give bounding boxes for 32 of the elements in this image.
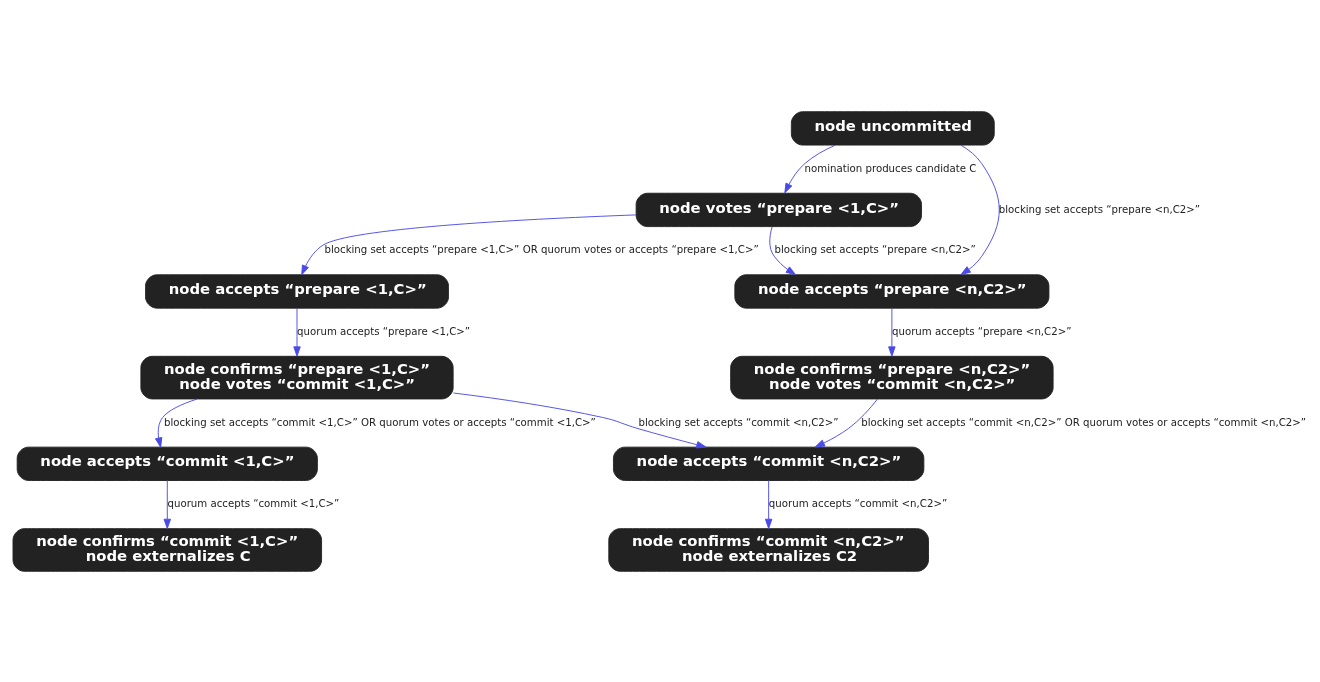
node-box: node accepts “commit <1,C>”	[16, 446, 318, 481]
edge-label: blocking set accepts “commit <1,C>” OR quorum votes or accepts “commit <1,C>”	[163, 416, 596, 428]
node-box: node confirms “prepare <1,C>” node votes “commit <1,C>”	[140, 355, 454, 399]
node-box: node uncommitted	[790, 110, 995, 146]
arrow	[453, 392, 707, 448]
node-box: node accepts “prepare <1,C>”	[145, 273, 449, 309]
edge-label: blocking set accepts “prepare <1,C>” OR quorum votes or accepts “prepare <1,C>”	[324, 243, 759, 255]
edge-label: nomination produces candidate C	[804, 162, 977, 174]
node-box: node accepts “commit <n,C2>”	[612, 446, 925, 481]
edge-label: quorum accepts “commit <n,C2>”	[768, 497, 948, 509]
arrow	[888, 307, 896, 357]
node-box: node confirms “prepare <n,C2>” node votes “commit <n,C2>”	[730, 355, 1054, 399]
node-box: node confirms “commit <n,C2>” node externalizes C2	[608, 527, 929, 572]
edge-label: blocking set accepts “commit <n,C2>” OR quorum votes or accepts “commit <n,C2>”	[861, 416, 1307, 428]
edge-label: blocking set accepts “prepare <n,C2>”	[998, 203, 1201, 215]
arrow	[769, 226, 796, 275]
arrow	[301, 213, 637, 275]
node-box: node accepts “prepare <n,C2>”	[734, 273, 1050, 309]
arrow	[764, 479, 773, 529]
arrow	[293, 307, 301, 357]
arrow	[784, 144, 836, 193]
edge-label: quorum accepts “prepare <n,C2>”	[892, 325, 1072, 337]
node-box: node confirms “commit <1,C>” node externalizes C	[12, 527, 323, 572]
edge-label: blocking set accepts “prepare <n,C2>”	[774, 243, 976, 255]
edge-label: blocking set accepts “commit <n,C2>”	[638, 416, 839, 428]
arrow	[814, 398, 878, 447]
node-box: node votes “prepare <1,C>”	[635, 192, 922, 227]
edge-label: quorum accepts “prepare <1,C>”	[297, 325, 471, 337]
arrow	[960, 144, 1000, 275]
arrow	[163, 479, 171, 529]
arrow	[155, 398, 198, 448]
edge-label: quorum accepts “commit <1,C>”	[167, 497, 340, 509]
